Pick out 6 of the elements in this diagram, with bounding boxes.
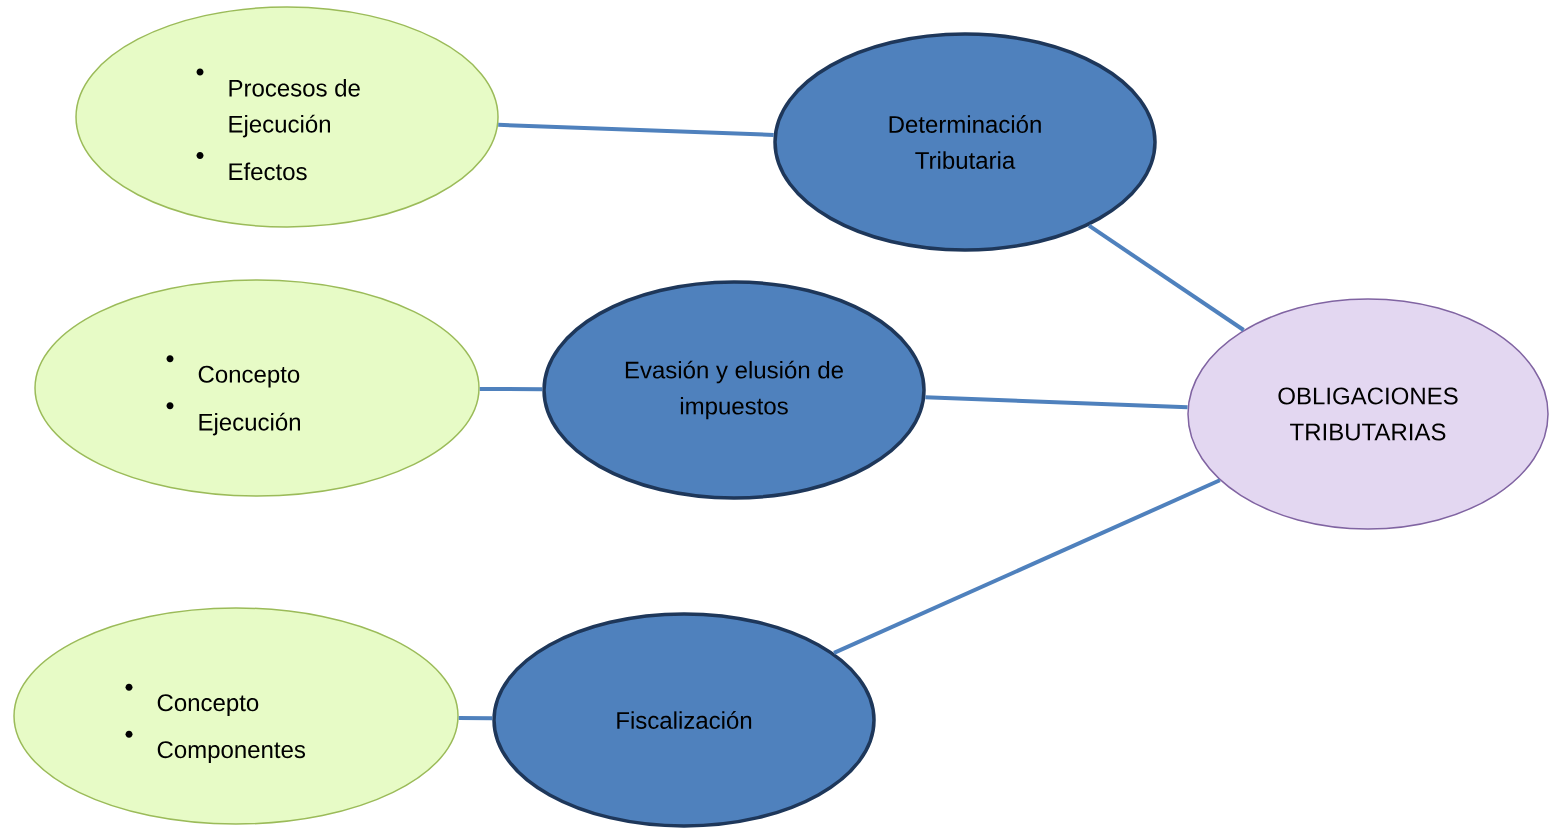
connector-line [925,395,1188,410]
connector-line [458,715,493,721]
connector-line [833,478,1221,655]
connector-line [1087,224,1245,332]
connector-line [479,386,543,392]
connector-line [498,122,774,137]
